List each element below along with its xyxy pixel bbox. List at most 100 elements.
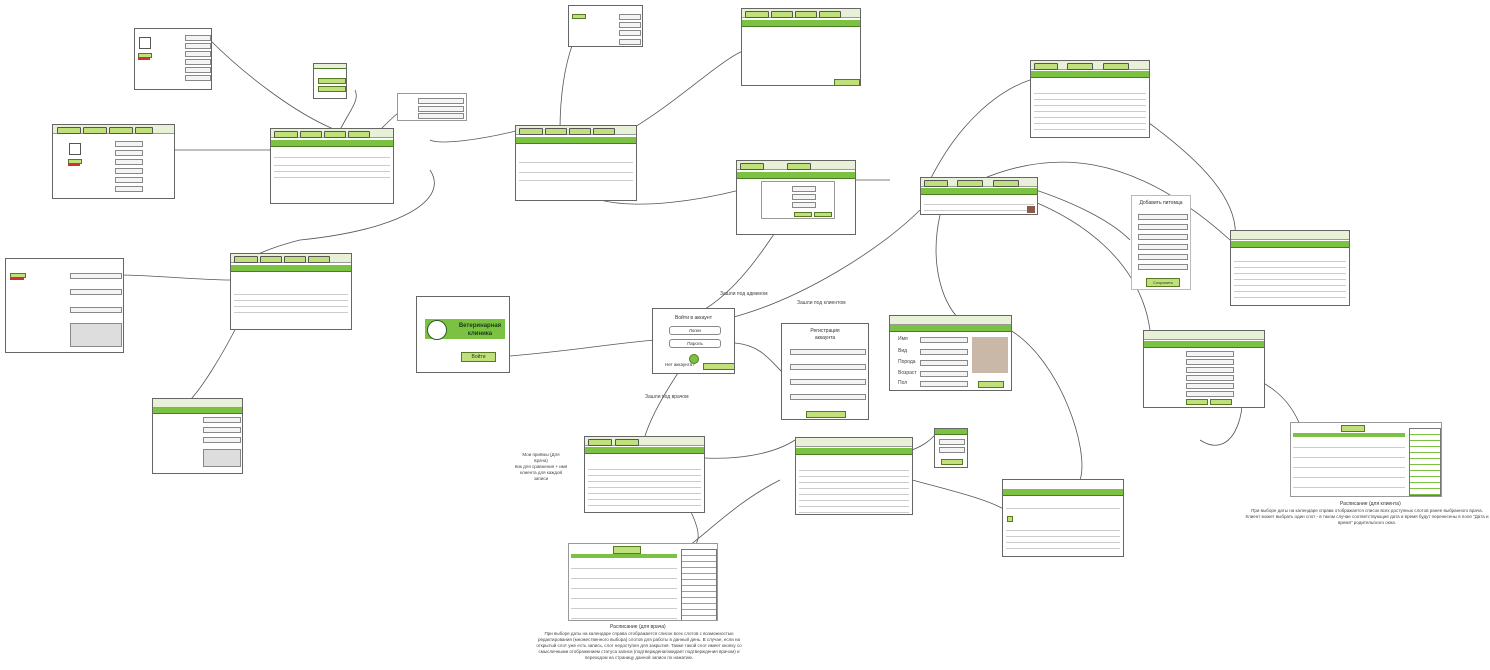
edit-user-field-5[interactable] <box>115 177 143 183</box>
auth-submit-button[interactable] <box>689 354 699 364</box>
add-service-field-2[interactable] <box>70 289 122 295</box>
no-account-link[interactable]: Нет аккаунта? <box>665 362 695 367</box>
doctor-appointments-note: Мои приёмы (Для врача) Кик для сравнения… <box>505 452 577 482</box>
reg-field-2[interactable] <box>790 364 866 370</box>
user-field-4[interactable] <box>185 59 211 65</box>
pet-field-breed[interactable] <box>920 360 968 366</box>
status-save[interactable] <box>941 459 963 465</box>
appt-field-4[interactable] <box>1186 375 1234 381</box>
edit-user-field-1[interactable] <box>115 141 143 147</box>
login-input[interactable]: Логин <box>669 326 721 335</box>
add-service-description[interactable] <box>70 323 122 347</box>
pet-label-kind: Вид <box>898 348 908 354</box>
services-table-screen <box>230 253 352 330</box>
appt-field-5[interactable] <box>1186 383 1234 389</box>
popup-field-3[interactable] <box>418 113 464 119</box>
status-field-1[interactable] <box>939 439 965 445</box>
doctor-slot-list[interactable] <box>681 549 717 620</box>
pet-field-kind[interactable] <box>920 349 968 355</box>
reg-field-4[interactable] <box>790 394 866 400</box>
wire-doctor-5 <box>911 479 1006 511</box>
user-field-1[interactable] <box>185 35 211 41</box>
appt-field-3[interactable] <box>1186 367 1234 373</box>
edit-user-screen <box>52 124 175 199</box>
add-vet-field-2[interactable] <box>619 22 641 28</box>
edit-user-field-2[interactable] <box>115 150 143 156</box>
add-service-field-1[interactable] <box>70 273 122 279</box>
add-pet-field-5[interactable] <box>1138 254 1188 260</box>
edit-user-field-3[interactable] <box>115 159 143 165</box>
edit-service-desc[interactable] <box>203 449 241 467</box>
edit-service-field-1[interactable] <box>203 417 241 423</box>
register-button[interactable] <box>703 363 734 370</box>
user-field-2[interactable] <box>185 43 211 49</box>
create-appointment-screen <box>1143 330 1265 408</box>
add-service-cancel[interactable] <box>10 277 24 280</box>
status-field-2[interactable] <box>939 447 965 453</box>
add-pet-field-4[interactable] <box>1138 244 1188 250</box>
status-popup <box>934 428 968 468</box>
popup-field-2[interactable] <box>418 106 464 112</box>
add-vet-field-3[interactable] <box>619 30 641 36</box>
reg-field-1[interactable] <box>790 349 866 355</box>
appt-cancel[interactable] <box>1210 399 1232 405</box>
user-field-3[interactable] <box>185 51 211 57</box>
doctor-month-label <box>613 546 641 554</box>
edit-service-field-2[interactable] <box>203 427 241 433</box>
add-vet-field-1[interactable] <box>619 14 641 20</box>
add-pet-field-6[interactable] <box>1138 264 1188 270</box>
add-user-form <box>134 28 212 90</box>
appt-field-1[interactable] <box>1186 351 1234 357</box>
registration-title-1: Регистрация <box>810 328 840 334</box>
popup-field-1[interactable] <box>418 98 464 104</box>
admin-main-screen <box>515 125 637 201</box>
add-pet-save-button[interactable]: Сохранить <box>1146 278 1180 287</box>
pet-field-sex[interactable] <box>920 381 968 387</box>
service-field-1[interactable] <box>792 186 816 192</box>
add-pet-screen: Добавить питомца Сохранить <box>1131 195 1191 290</box>
service-save[interactable] <box>794 212 812 217</box>
pet-edit-button[interactable] <box>978 381 1004 388</box>
add-pet-field-2[interactable] <box>1138 224 1188 230</box>
pet-field-name[interactable] <box>920 337 968 343</box>
vet-card-button[interactable] <box>834 79 860 85</box>
pet-label-name: Имя <box>898 336 908 342</box>
service-cancel[interactable] <box>814 212 832 217</box>
client-calendar-grid[interactable] <box>1293 438 1405 496</box>
service-field-2[interactable] <box>792 194 816 200</box>
service-field-3[interactable] <box>792 202 816 208</box>
add-pet-field-1[interactable] <box>1138 214 1188 220</box>
enter-button[interactable]: Войти <box>461 352 496 362</box>
users-title-bar <box>271 140 393 147</box>
edit-user-cancel[interactable] <box>68 163 80 166</box>
edit-service-screen <box>152 398 243 474</box>
add-user-cancel[interactable] <box>138 57 150 60</box>
registration-title-2: аккаунта <box>814 335 836 341</box>
edit-user-field-6[interactable] <box>115 186 143 192</box>
add-pet-field-3[interactable] <box>1138 234 1188 240</box>
edit-user-field-4[interactable] <box>115 168 143 174</box>
edge-label-client: Зашли под клиентом <box>797 300 846 306</box>
user-field-6[interactable] <box>185 75 211 81</box>
reg-field-3[interactable] <box>790 379 866 385</box>
wire-admin-1 <box>429 129 521 143</box>
wire-auth-to-doctor <box>644 369 681 437</box>
reg-submit-button[interactable] <box>806 411 846 418</box>
users-table-screen <box>270 128 394 204</box>
record-add[interactable] <box>1007 516 1013 522</box>
popup-button-2[interactable] <box>318 86 346 92</box>
add-vet-button[interactable] <box>572 14 586 19</box>
doctor-calendar-grid[interactable] <box>571 559 677 619</box>
client-slot-list[interactable] <box>1409 428 1441 496</box>
pet-label-age: Возраст <box>898 370 917 376</box>
appt-field-6[interactable] <box>1186 391 1234 397</box>
pet-field-age[interactable] <box>920 371 968 377</box>
add-vet-field-4[interactable] <box>619 39 641 45</box>
edit-service-field-3[interactable] <box>203 437 241 443</box>
appt-field-2[interactable] <box>1186 359 1234 365</box>
popup-button-1[interactable] <box>318 78 346 84</box>
add-service-field-3[interactable] <box>70 307 122 313</box>
user-field-5[interactable] <box>185 67 211 73</box>
password-input[interactable]: Пароль <box>669 339 721 348</box>
appt-save[interactable] <box>1186 399 1208 405</box>
